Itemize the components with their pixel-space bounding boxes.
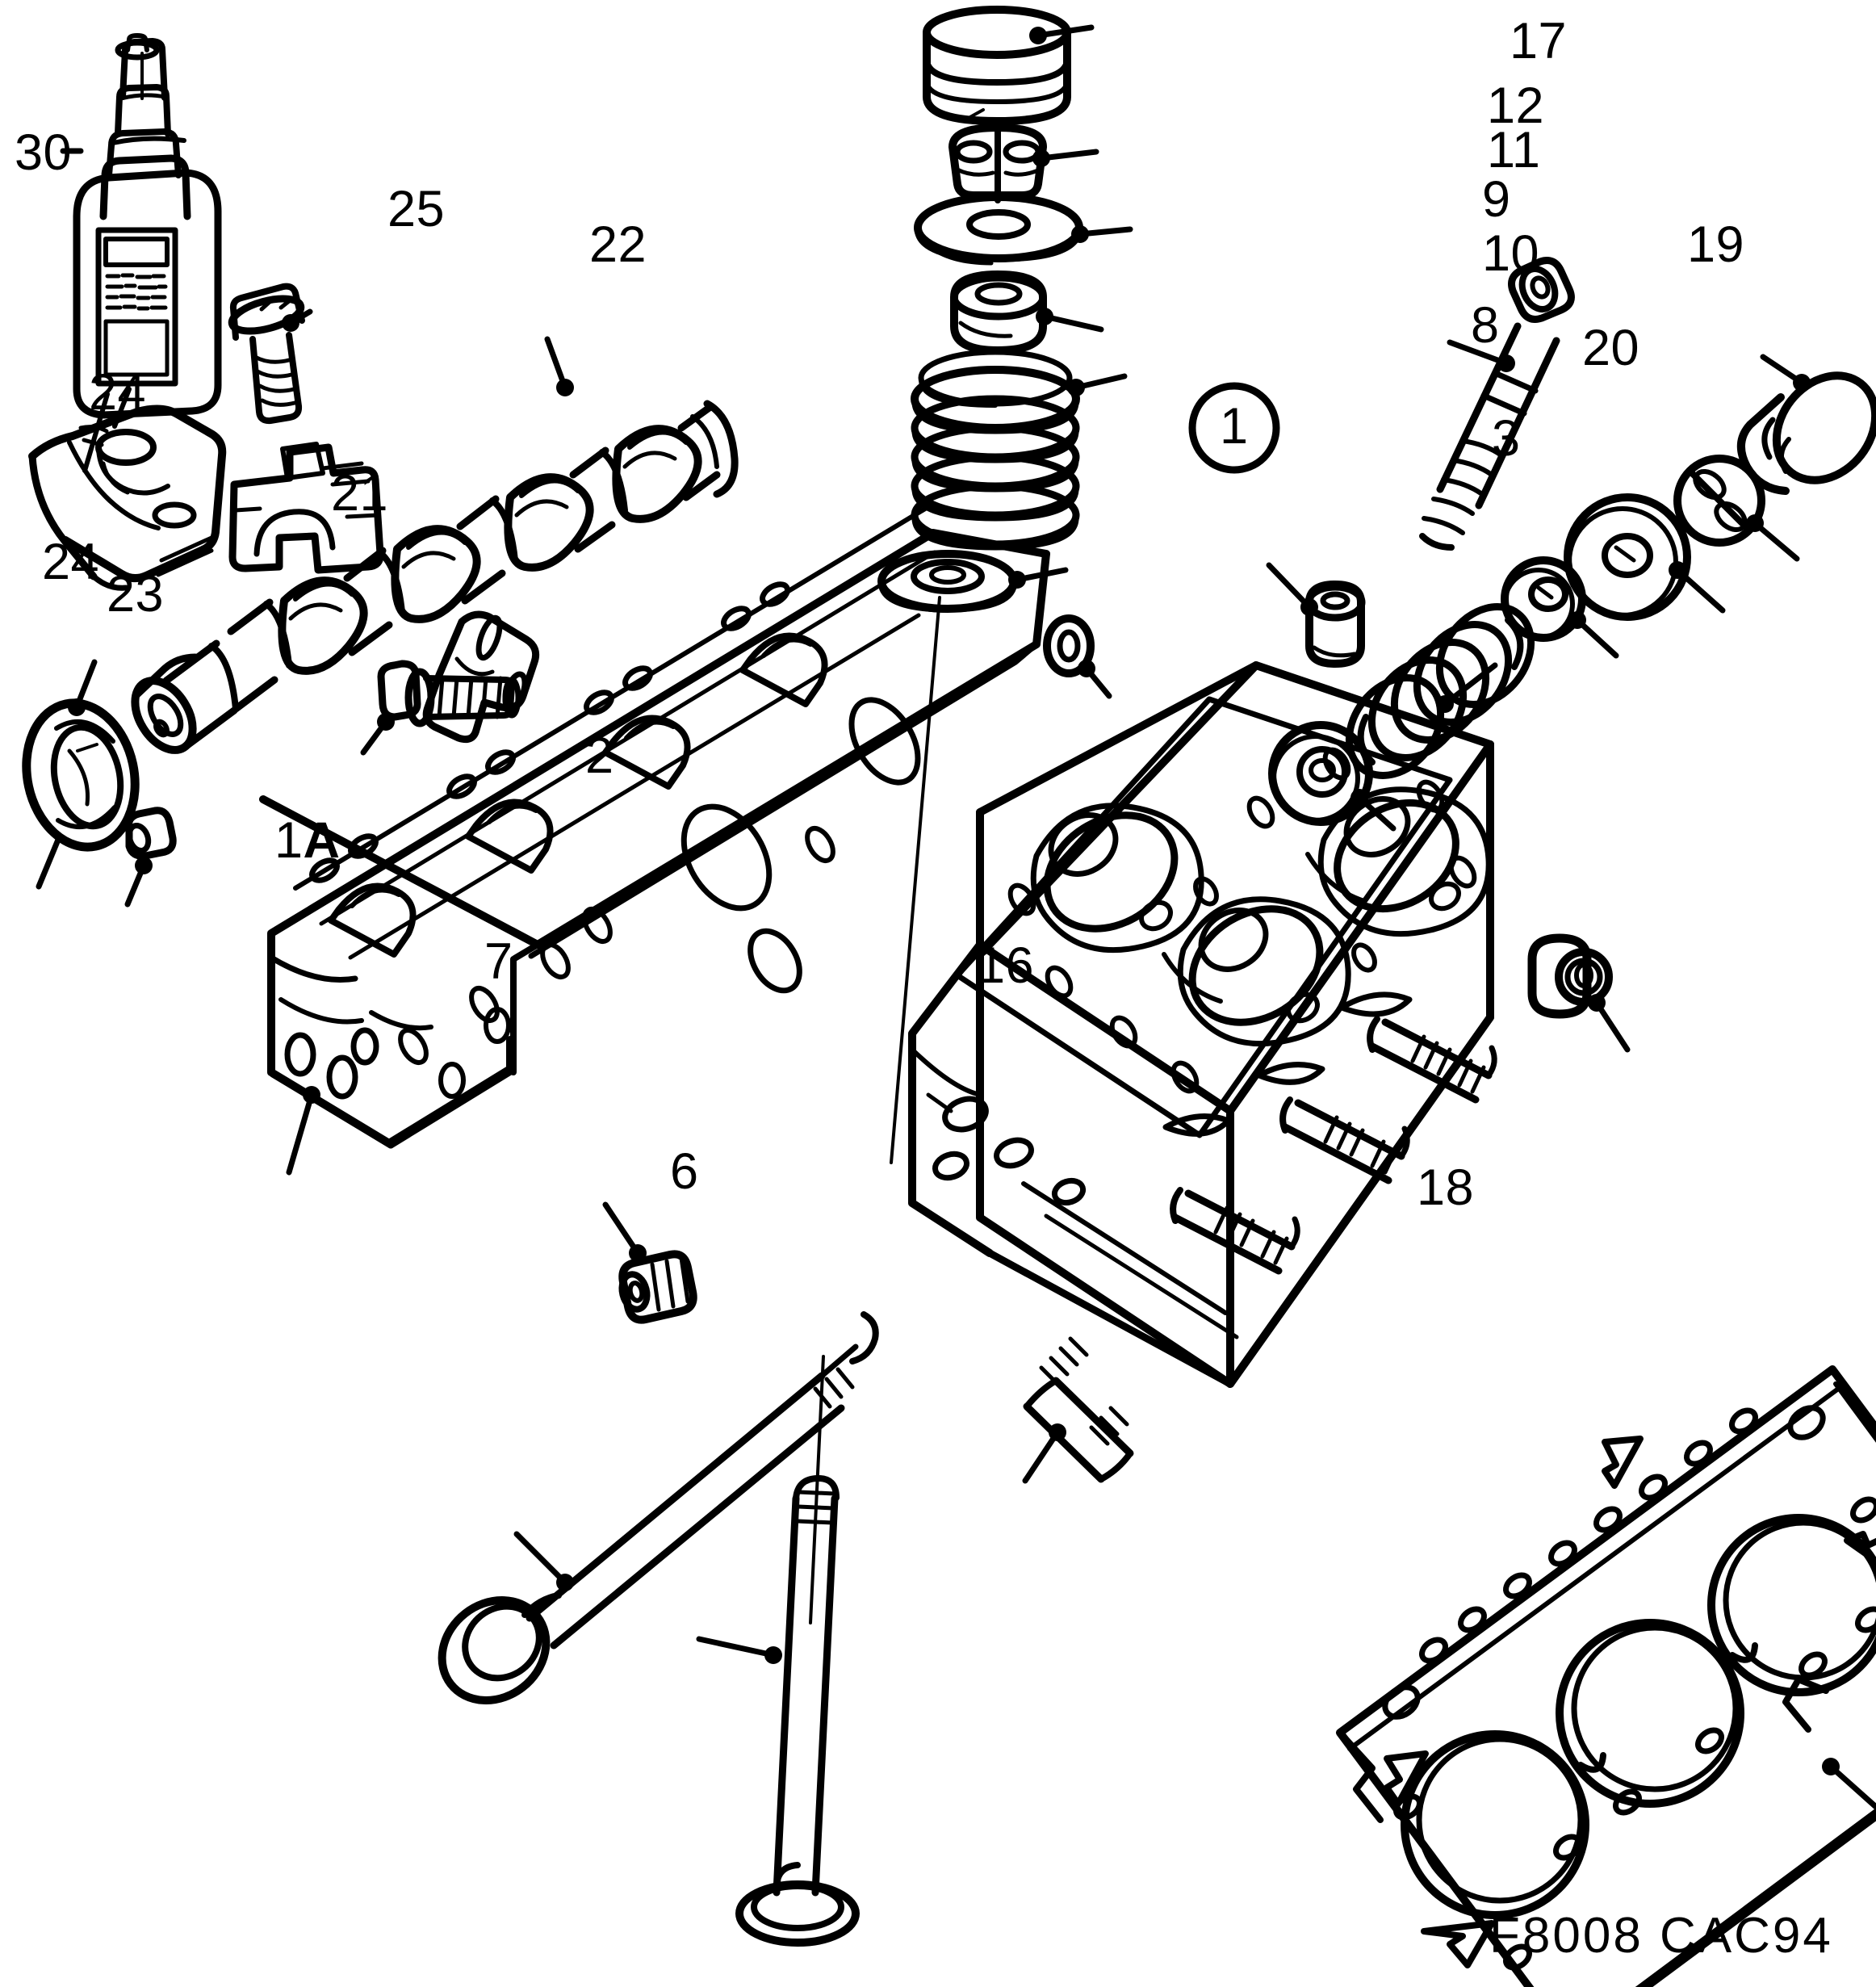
callout-label-30: 30	[15, 124, 73, 181]
part-head-studs	[1170, 1016, 1497, 1275]
callout-label-10-top: 10	[1482, 225, 1540, 282]
callout-label-24-lower: 24	[42, 534, 100, 590]
part-valve-spring-right	[1345, 603, 1535, 779]
callout-label-8-top: 8	[1471, 297, 1500, 354]
part-cylinder-head-casting	[259, 501, 1050, 1176]
part-valve-collets-right	[1673, 455, 1800, 562]
diagram-footer-code: F8008 CAC94	[1489, 1908, 1833, 1964]
part-camshaft-bearing-bracket	[228, 442, 384, 574]
callout-label-23: 23	[107, 566, 165, 623]
callout-label-18: 18	[1417, 1159, 1475, 1216]
part-bearing-cap-bolt	[228, 283, 313, 425]
part-exhaust-valve	[696, 1474, 860, 1947]
part-camshaft-bearing-cap	[28, 387, 227, 591]
callout-circle-1	[1188, 382, 1280, 474]
callout-label-19: 19	[1687, 216, 1745, 273]
part-threaded-plug	[602, 1201, 697, 1324]
callout-label-3: 3	[1492, 410, 1521, 467]
part-cylinder-head-bolt	[1419, 257, 1575, 551]
part-sealant-bottle	[60, 33, 222, 473]
part-intake-valve	[438, 1311, 879, 1704]
part-cam-bracket-plate	[422, 610, 540, 744]
callout-label-1A: 1A	[274, 815, 341, 866]
callout-label-1A-text: 1A	[274, 812, 341, 869]
callout-label-24-upper: 24	[89, 364, 147, 421]
callout-label-7: 7	[484, 933, 513, 990]
part-cylinder-head-gasket	[1336, 1365, 1876, 1987]
callout-label-11-top: 11	[1487, 122, 1541, 178]
leader-dots	[68, 27, 1840, 1775]
callout-label-2: 2	[585, 727, 614, 784]
callout-label-20: 20	[1582, 320, 1640, 376]
callout-label-25: 25	[387, 181, 446, 237]
callout-label-9-top: 9	[1482, 171, 1511, 228]
part-valve-guide	[1266, 562, 1366, 668]
part-valve-tappet-bucket-top	[923, 6, 1095, 125]
part-valve-stem-seal-top	[950, 270, 1104, 354]
callout-label-12-top: 12	[1487, 78, 1545, 134]
callout-label-21: 21	[331, 465, 389, 522]
callout-label-1-circled: 1	[1220, 398, 1249, 455]
part-camshaft	[131, 336, 739, 754]
callout-label-22: 22	[589, 216, 647, 273]
part-cylinder-head-stud	[1022, 1336, 1134, 1484]
callout-label-17-top: 17	[1510, 13, 1568, 69]
callout-label-6: 6	[670, 1143, 699, 1200]
part-bushing-sleeve	[1527, 933, 1631, 1053]
part-cylinder-head-deck	[908, 661, 1494, 1388]
callout-label-16: 16	[977, 937, 1035, 994]
